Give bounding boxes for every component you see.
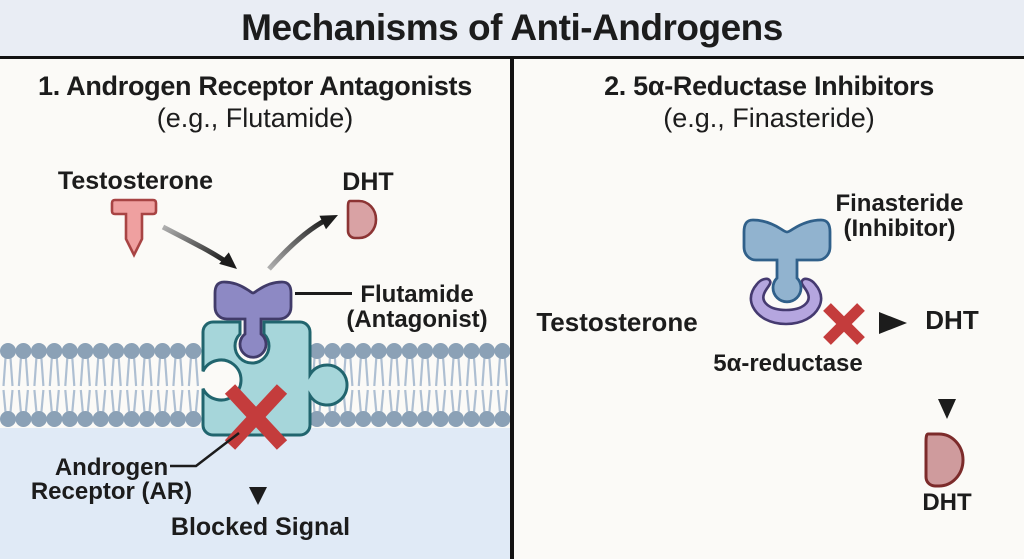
title-bar: Mechanisms of Anti-Androgens <box>0 0 1024 56</box>
page-title: Mechanisms of Anti-Androgens <box>241 7 783 48</box>
testosterone-molecule <box>110 198 158 258</box>
title-separator-line <box>0 56 1024 59</box>
dht-product-label: DHT <box>922 489 972 516</box>
blocked-signal-arrow <box>249 444 267 505</box>
receptor-label-line2: Receptor (AR) <box>30 478 193 505</box>
blocked-x-icon <box>224 384 288 450</box>
dht-label: DHT <box>342 168 394 196</box>
right-panel-heading: 2. 5α-Reductase Inhibitors <box>604 71 934 101</box>
testosterone-substrate-label: Testosterone <box>536 307 698 337</box>
reductase-enzyme-label: 5α-reductase <box>713 350 863 377</box>
dht-molecule <box>346 199 378 240</box>
flutamide-label-line1: Flutamide <box>360 281 474 308</box>
dht-product-arrow <box>938 348 956 419</box>
panel-divider-line <box>510 59 514 559</box>
finasteride-label-line2: (Inhibitor) <box>843 215 956 242</box>
left-panel-heading: 1. Androgen Receptor Antagonists <box>38 71 472 101</box>
flutamide-molecule <box>213 280 293 359</box>
left-panel-subheading: (e.g., Flutamide) <box>156 103 354 133</box>
panel-androgen-receptor-antagonists: 1. Androgen Receptor Antagonists (e.g., … <box>0 59 511 559</box>
finasteride-label-line1: Finasteride <box>835 190 964 217</box>
dht-arrow-label: DHT <box>925 305 979 335</box>
testosterone-label: Testosterone <box>57 167 214 195</box>
arrow-receptor-to-dht <box>267 215 338 271</box>
conversion-arrow <box>703 312 907 334</box>
dht-product-molecule <box>924 432 965 488</box>
panel-5a-reductase-inhibitors: 2. 5α-Reductase Inhibitors (e.g., Finast… <box>514 59 1024 559</box>
finasteride-molecule <box>742 218 832 304</box>
arrow-testosterone-to-receptor <box>161 224 237 269</box>
flutamide-label-connector <box>295 292 352 295</box>
receptor-label-line1: Androgen <box>54 454 169 481</box>
receptor-label-connector <box>170 432 240 468</box>
right-panel-subheading: (e.g., Finasteride) <box>663 103 875 133</box>
blocked-signal-label: Blocked Signal <box>170 513 351 541</box>
flutamide-label-line2: (Antagonist) <box>346 306 488 333</box>
inhibition-x-icon <box>823 303 865 345</box>
